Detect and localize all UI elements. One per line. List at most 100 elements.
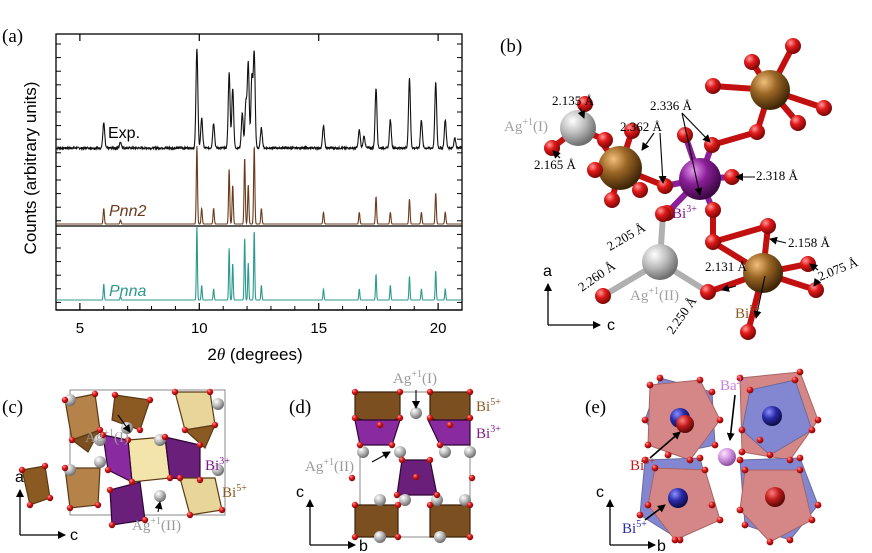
oxygen-atom bbox=[641, 456, 649, 464]
unit-cell bbox=[359, 391, 471, 538]
oxygen-atom bbox=[705, 234, 721, 250]
ag-atom bbox=[410, 407, 422, 419]
crystal-axes bbox=[16, 489, 66, 539]
oxygen-atom bbox=[808, 516, 816, 524]
oxygen-atom bbox=[181, 426, 189, 434]
bi3-atom bbox=[765, 487, 785, 507]
ag2-label: Ag+1(II) bbox=[132, 516, 181, 534]
oxygen-atom bbox=[796, 454, 804, 462]
oxygen-atom bbox=[351, 388, 359, 396]
oxygen-atom bbox=[18, 466, 26, 474]
x-tick-label: 15 bbox=[310, 320, 327, 337]
axis-label-c: c bbox=[607, 317, 615, 334]
oxygen-atom bbox=[61, 396, 69, 404]
oxygen-atom bbox=[26, 501, 34, 509]
oxygen-atom bbox=[646, 381, 654, 389]
oxygen-atom bbox=[388, 441, 396, 449]
ag2-label: Ag+1(II) bbox=[305, 457, 354, 475]
oxygen-atom bbox=[786, 536, 794, 544]
label-arrows bbox=[117, 414, 163, 513]
ag1-label: Ag+1(I) bbox=[393, 369, 437, 387]
oxygen-atom bbox=[206, 388, 214, 396]
oxygen-atom bbox=[760, 218, 776, 234]
ag-atom bbox=[560, 110, 596, 146]
ag-atom bbox=[94, 456, 106, 468]
oxygen-atom bbox=[655, 206, 671, 222]
oxygen-atom bbox=[676, 536, 684, 544]
oxygen-atom bbox=[394, 533, 402, 541]
polyhedra-panel-ac: (c) Ag+1(I) Ag+1(II) Bi3+ Bi5+ bbox=[2, 388, 247, 544]
oxygen-atom bbox=[196, 441, 204, 449]
oxygen-atom bbox=[94, 501, 102, 509]
oxygen-atom bbox=[351, 533, 359, 541]
distance-label: 2.336 Å bbox=[650, 98, 693, 113]
bi5-label: Bi5+ bbox=[622, 519, 647, 537]
oxygen-atom bbox=[741, 466, 749, 474]
oxygen-atom bbox=[348, 474, 356, 482]
series-line-0 bbox=[55, 48, 463, 152]
oxygen-atom bbox=[644, 441, 652, 449]
oxygen-atom bbox=[394, 501, 402, 509]
oxygen-atom bbox=[808, 426, 816, 434]
bi5-atom bbox=[668, 488, 688, 508]
oxygen-atom bbox=[128, 478, 136, 486]
oxygen-atom bbox=[790, 115, 806, 131]
series-label-exp: Exp. bbox=[108, 125, 140, 142]
oxygen-atoms bbox=[544, 38, 832, 340]
oxygen-atom bbox=[433, 491, 441, 499]
ag-atom bbox=[434, 531, 446, 543]
distance-label: 2.362 Å bbox=[620, 119, 663, 134]
oxygen-atom bbox=[426, 456, 434, 464]
oxygen-atom bbox=[351, 501, 359, 509]
oxygen-atom bbox=[587, 162, 603, 178]
distance-label: 2.318 Å bbox=[756, 168, 799, 183]
oxygen-atom bbox=[814, 501, 822, 509]
panel-label-b: (b) bbox=[500, 36, 522, 57]
distance-label: 2.165 Å bbox=[534, 157, 577, 172]
axis-label-a: a bbox=[543, 263, 552, 280]
oxygen-atom bbox=[644, 501, 652, 509]
oxygen-atom bbox=[656, 374, 664, 382]
oxygen-atom bbox=[426, 414, 434, 422]
atoms bbox=[636, 368, 822, 546]
distance-label: 2.205 Å bbox=[604, 219, 648, 253]
oxygen-atom bbox=[211, 421, 219, 429]
ag-atom bbox=[464, 446, 476, 458]
ag-atom bbox=[154, 490, 166, 502]
distance-label: 2.131 Å bbox=[705, 259, 748, 274]
ag-atom bbox=[431, 494, 443, 506]
ag-atom bbox=[374, 531, 386, 543]
ag-atom bbox=[642, 244, 678, 280]
oxygen-atom bbox=[700, 284, 716, 300]
oxygen-atom bbox=[468, 474, 476, 482]
oxygen-atom bbox=[624, 123, 640, 139]
distance-arrows bbox=[552, 107, 822, 319]
oxygen-atom bbox=[736, 374, 744, 382]
oxygen-atom bbox=[597, 132, 613, 148]
oxygen-atom bbox=[736, 506, 744, 514]
bi3-label: Bi3+ bbox=[205, 456, 230, 474]
oxygen-atom bbox=[426, 501, 434, 509]
oxygen-atom bbox=[604, 192, 620, 208]
oxygen-atom bbox=[746, 386, 754, 394]
axis-label-b: b bbox=[359, 538, 368, 553]
oxygen-atom bbox=[396, 388, 404, 396]
plot-frame bbox=[55, 33, 463, 311]
bi3-atom bbox=[676, 415, 694, 433]
oxygen-atom bbox=[711, 441, 719, 449]
oxygen-atom bbox=[791, 376, 799, 384]
oxygen-atom bbox=[46, 494, 54, 502]
oxygen-atom bbox=[466, 414, 474, 422]
oxygen-atom bbox=[766, 451, 774, 459]
oxygen-atom bbox=[641, 416, 649, 424]
oxygen-atom bbox=[664, 451, 672, 459]
axis-label-c: c bbox=[70, 527, 78, 544]
oxygen-atom bbox=[412, 473, 420, 481]
ag-atom bbox=[64, 394, 76, 406]
series-line-1 bbox=[56, 145, 462, 226]
oxygen-atom bbox=[99, 431, 107, 439]
oxygen-atom bbox=[196, 476, 204, 484]
atoms bbox=[18, 388, 226, 529]
axis-label-c: c bbox=[596, 484, 604, 501]
x-tick-label: 20 bbox=[430, 320, 447, 337]
